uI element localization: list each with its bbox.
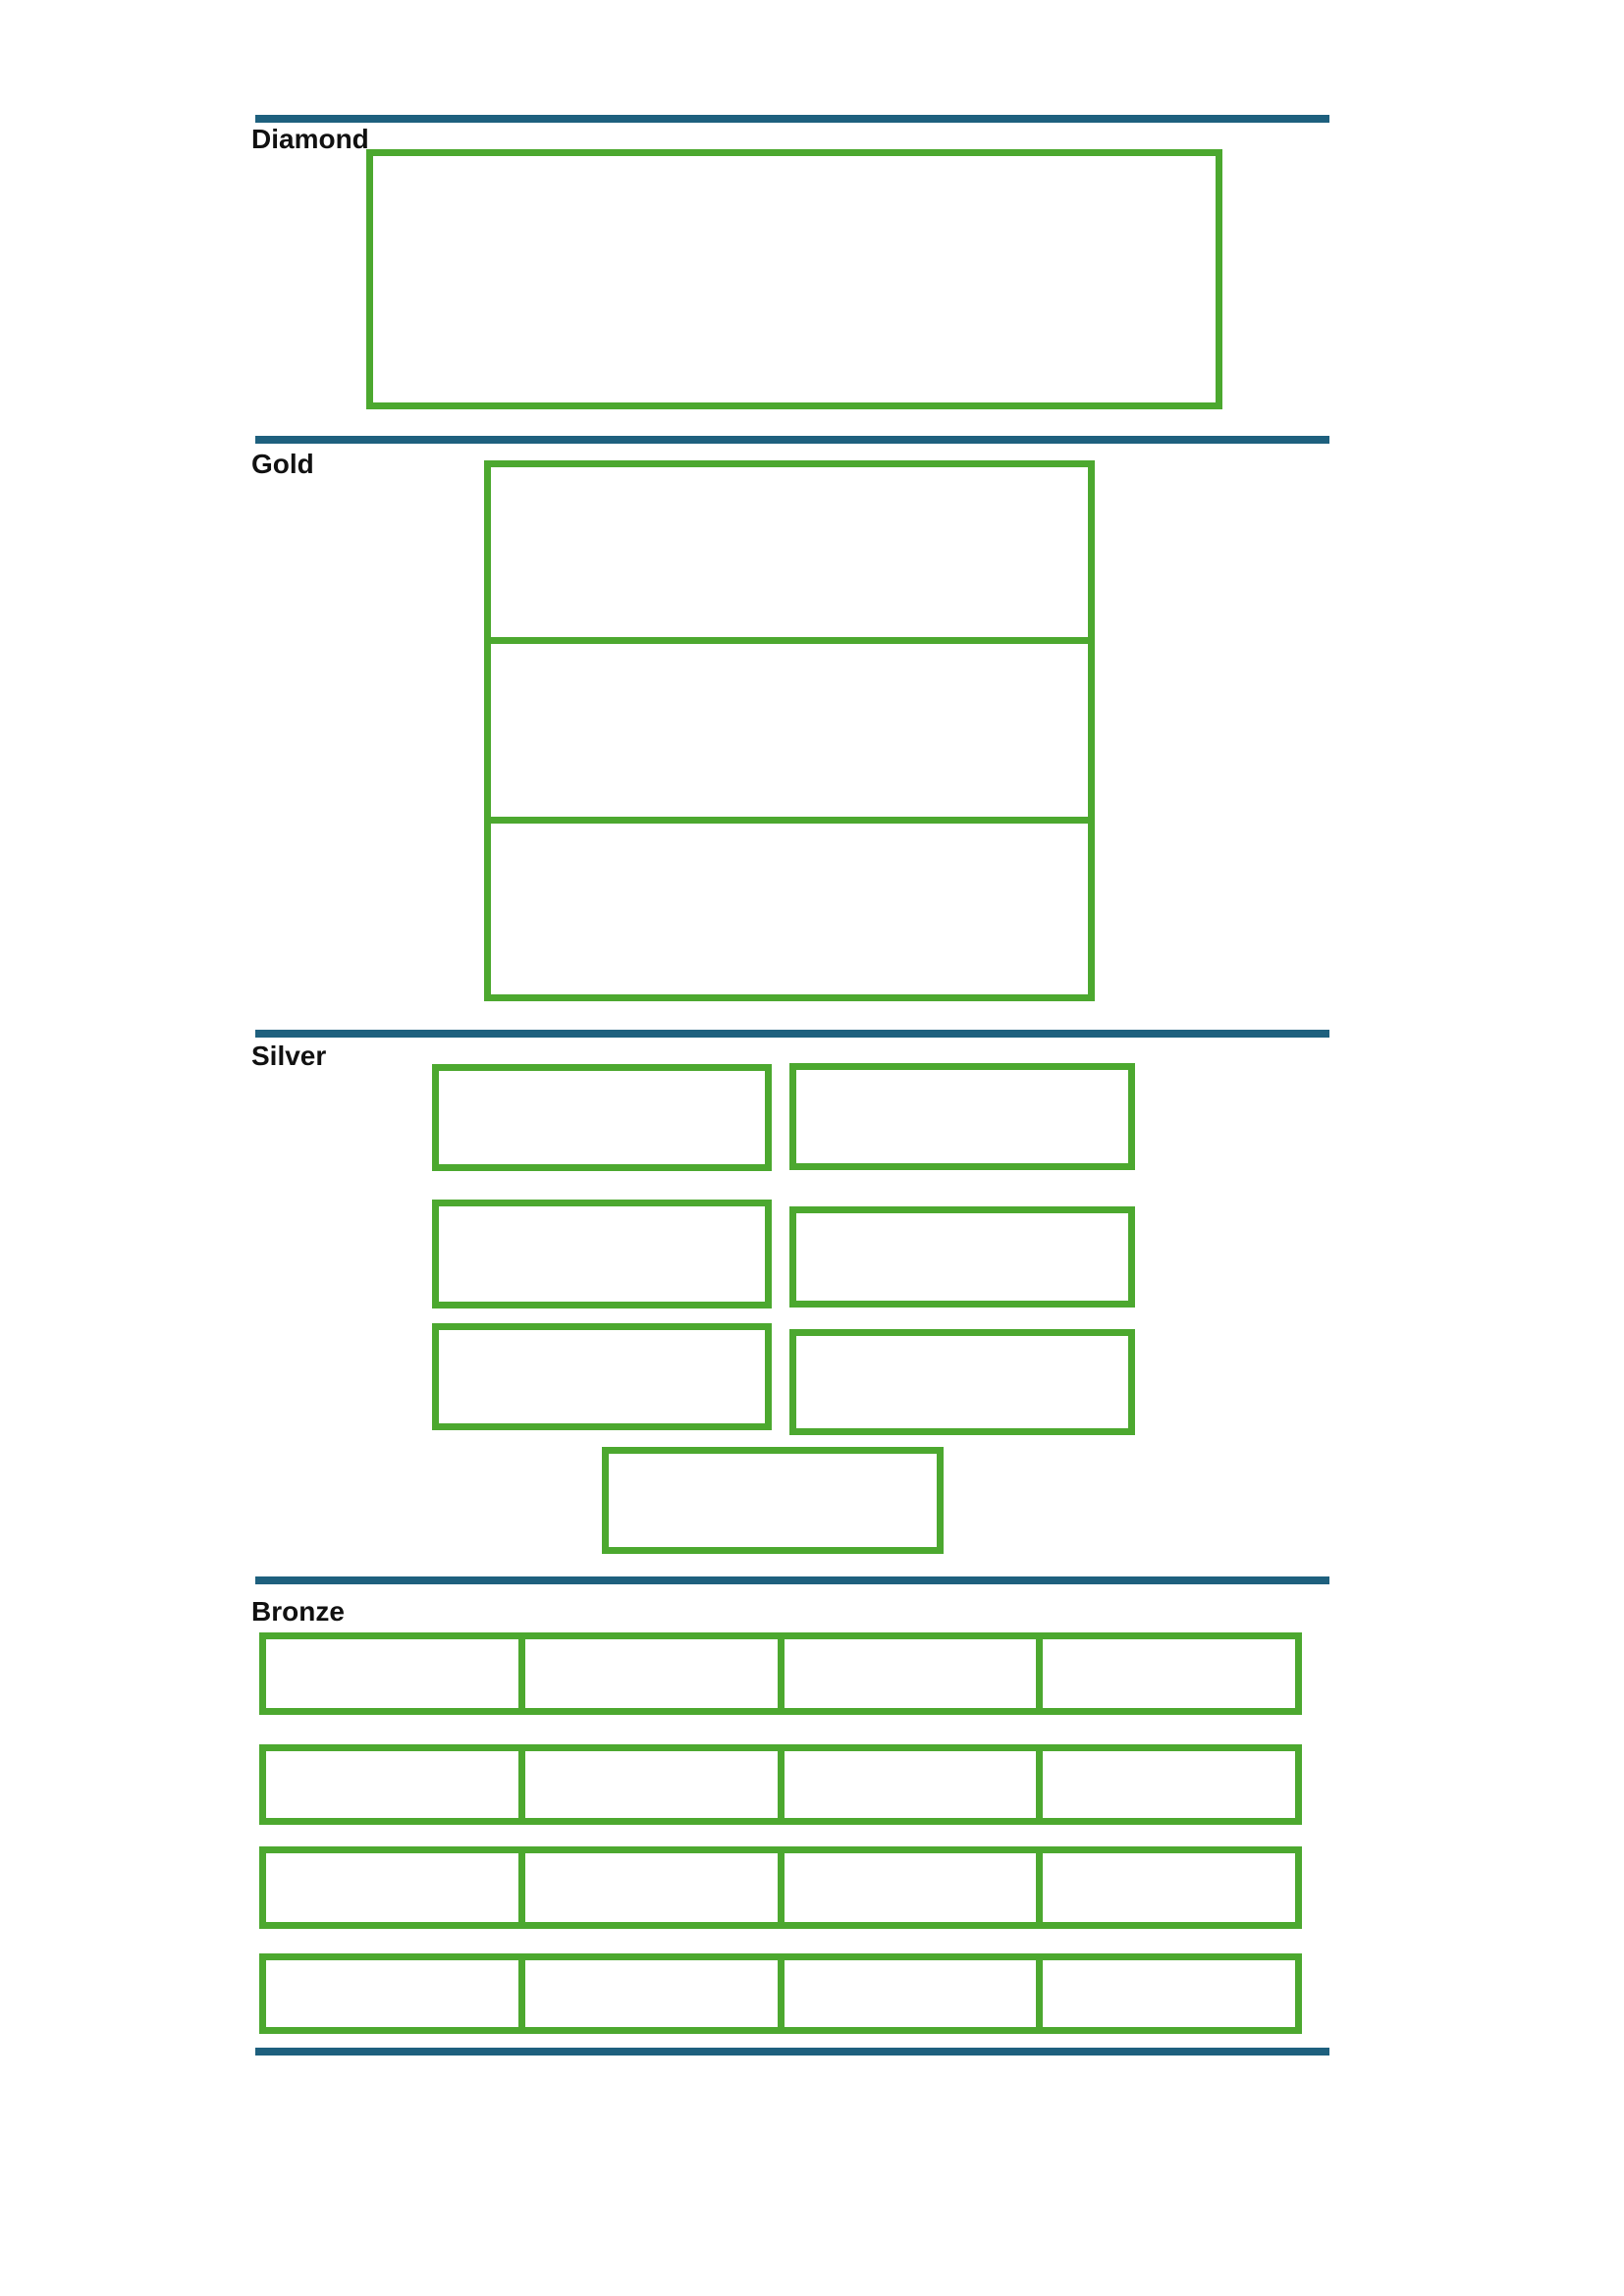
- bronze-slot-row: [259, 1744, 1302, 1825]
- silver-sponsor-slot: [789, 1063, 1135, 1170]
- bronze-sponsor-slot: [777, 1751, 1037, 1818]
- section-divider: [255, 1576, 1329, 1584]
- section-divider: [255, 115, 1329, 123]
- gold-sponsor-slot: [484, 817, 1095, 1001]
- silver-sponsor-slot: [789, 1329, 1135, 1435]
- silver-sponsor-slot: [432, 1200, 772, 1308]
- bronze-sponsor-slot: [517, 1639, 778, 1708]
- gold-sponsor-slot: [484, 637, 1095, 824]
- bronze-section-heading: Bronze: [251, 1596, 345, 1627]
- bronze-sponsor-slot: [266, 1853, 518, 1922]
- bronze-sponsor-slot: [517, 1751, 778, 1818]
- diamond-sponsor-slot: [366, 149, 1222, 409]
- section-divider: [255, 1030, 1329, 1038]
- section-divider-bottom: [255, 2048, 1329, 2056]
- silver-sponsor-slot: [789, 1206, 1135, 1308]
- silver-sponsor-slot: [432, 1323, 772, 1430]
- bronze-sponsor-slot: [777, 1853, 1037, 1922]
- bronze-sponsor-slot: [1036, 1751, 1295, 1818]
- gold-section-heading: Gold: [251, 449, 314, 479]
- bronze-sponsor-slot: [266, 1960, 518, 2027]
- silver-sponsor-slot-centered: [602, 1447, 944, 1554]
- bronze-sponsor-slot: [517, 1853, 778, 1922]
- bronze-sponsor-slot: [1036, 1960, 1295, 2027]
- gold-sponsor-slot: [484, 460, 1095, 644]
- bronze-slot-row: [259, 1846, 1302, 1929]
- bronze-sponsor-slot: [517, 1960, 778, 2027]
- bronze-slot-row: [259, 1632, 1302, 1715]
- bronze-sponsor-slot: [777, 1639, 1037, 1708]
- bronze-sponsor-slot: [1036, 1639, 1295, 1708]
- section-divider: [255, 436, 1329, 444]
- bronze-sponsor-slot: [266, 1639, 518, 1708]
- silver-sponsor-slot: [432, 1064, 772, 1171]
- bronze-sponsor-slot: [1036, 1853, 1295, 1922]
- bronze-sponsor-slot: [777, 1960, 1037, 2027]
- bronze-sponsor-slot: [266, 1751, 518, 1818]
- bronze-slot-row: [259, 1953, 1302, 2034]
- gold-slot-stack: [484, 460, 1095, 1001]
- diamond-section-heading: Diamond: [251, 124, 369, 154]
- silver-section-heading: Silver: [251, 1041, 327, 1071]
